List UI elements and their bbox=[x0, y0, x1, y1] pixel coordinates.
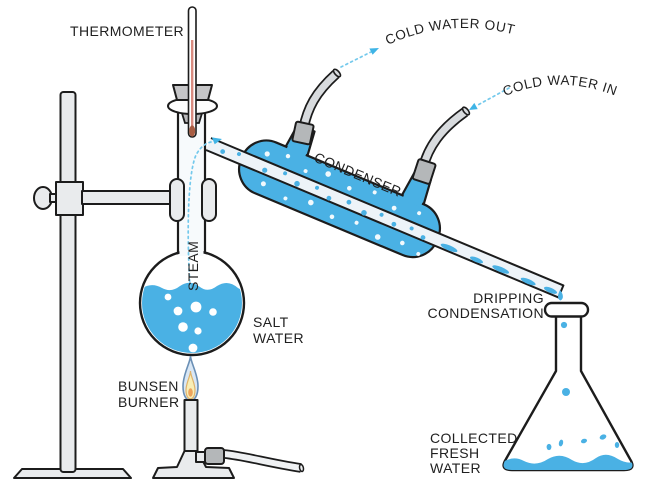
jacket-water-specks bbox=[260, 151, 422, 256]
delivery-tube bbox=[205, 137, 565, 299]
label-bunsen-burner: BUNSEN BURNER bbox=[118, 378, 180, 410]
label-dripping-condensation: DRIPPING CONDENSATION bbox=[427, 290, 544, 321]
clamp-arm bbox=[81, 190, 176, 205]
thermometer-column bbox=[191, 40, 194, 127]
svg-text:FRESH: FRESH bbox=[430, 445, 479, 461]
hose-right-opening bbox=[461, 106, 471, 116]
condenser-assembly bbox=[205, 123, 565, 299]
clamp-jaw-left bbox=[169, 178, 185, 222]
label-salt-water: SALT WATER bbox=[253, 314, 304, 346]
water-splashes bbox=[546, 434, 620, 451]
cold-water-out-arrow bbox=[340, 48, 379, 68]
port-left-seam bbox=[285, 144, 307, 159]
steam-arrow bbox=[187, 137, 222, 288]
gas-hose-opening bbox=[298, 463, 305, 473]
thermometer-bulb bbox=[189, 125, 196, 137]
stand-base bbox=[13, 468, 132, 479]
retort-stand bbox=[13, 91, 176, 479]
fresh-water-fill bbox=[503, 454, 633, 470]
gas-hose bbox=[223, 451, 302, 471]
hose-right-connector bbox=[411, 158, 437, 185]
hose-left-connector bbox=[291, 120, 315, 146]
svg-text:CONDENSATION: CONDENSATION bbox=[427, 305, 544, 321]
erlenmeyer-lip bbox=[543, 301, 590, 318]
label-thermometer: THERMOMETER bbox=[70, 23, 184, 39]
cooling-hoses bbox=[291, 68, 471, 185]
svg-text:BUNSEN: BUNSEN bbox=[118, 378, 179, 394]
label-cold-water-out: COLD WATER OUT bbox=[383, 16, 517, 48]
hose-left-opening bbox=[332, 68, 342, 78]
clamp-jaw-right bbox=[201, 178, 217, 222]
port-right-seam bbox=[402, 193, 424, 208]
gas-hose-connector bbox=[204, 447, 225, 465]
label-steam: STEAM bbox=[185, 241, 201, 291]
label-collected-fresh-water: COLLECTED FRESH WATER bbox=[430, 430, 518, 476]
stand-pole bbox=[59, 91, 77, 473]
thermometer bbox=[187, 6, 197, 138]
burner-barrel bbox=[183, 399, 199, 454]
svg-text:BURNER: BURNER bbox=[118, 394, 180, 410]
salt-water-fill bbox=[142, 282, 242, 353]
svg-text:COLLECTED: COLLECTED bbox=[430, 430, 518, 446]
erlenmeyer-flask bbox=[502, 290, 634, 472]
clamp-block bbox=[55, 181, 84, 216]
cold-water-in-arrow bbox=[469, 87, 510, 110]
flame-core bbox=[188, 388, 193, 397]
svg-text:WATER: WATER bbox=[253, 330, 304, 346]
label-cold-water-in: COLD WATER IN bbox=[501, 73, 620, 99]
bunsen-burner bbox=[152, 355, 305, 479]
svg-text:SALT: SALT bbox=[253, 314, 289, 330]
svg-text:WATER: WATER bbox=[430, 460, 481, 476]
svg-text:DRIPPING: DRIPPING bbox=[473, 290, 544, 306]
boiling-flask bbox=[138, 108, 246, 357]
condensate-droplets bbox=[220, 149, 558, 294]
falling-drops bbox=[558, 290, 570, 396]
